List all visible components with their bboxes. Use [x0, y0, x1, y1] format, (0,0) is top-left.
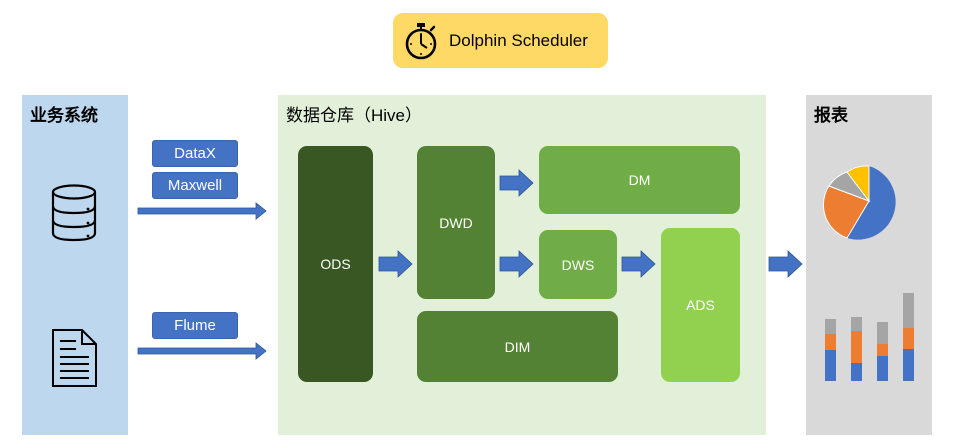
- flume-tag: Flume: [152, 312, 238, 339]
- ads-layer: ADS: [661, 228, 740, 382]
- scheduler-label: Dolphin Scheduler: [449, 30, 588, 50]
- report-title: 报表: [814, 106, 848, 125]
- data-warehouse-title: 数据仓库（Hive）: [286, 106, 423, 125]
- dm-layer: DM: [539, 146, 740, 214]
- dwd-layer: DWD: [417, 146, 495, 299]
- business-system-panel: 业务系统: [22, 95, 128, 435]
- scheduler-badge: Dolphin Scheduler: [393, 13, 608, 68]
- dws-layer: DWS: [539, 230, 617, 299]
- input-arrow-top: [137, 202, 267, 220]
- datax-tag: DataX: [152, 140, 238, 167]
- arrow-dw-report: [768, 250, 803, 278]
- maxwell-tag: Maxwell: [152, 172, 238, 199]
- business-system-title: 业务系统: [30, 106, 98, 125]
- stopwatch-icon: [405, 22, 437, 59]
- dim-layer: DIM: [417, 311, 618, 382]
- report-panel: 报表: [806, 95, 932, 435]
- input-arrow-bottom: [137, 342, 267, 360]
- ods-layer: ODS: [298, 146, 373, 382]
